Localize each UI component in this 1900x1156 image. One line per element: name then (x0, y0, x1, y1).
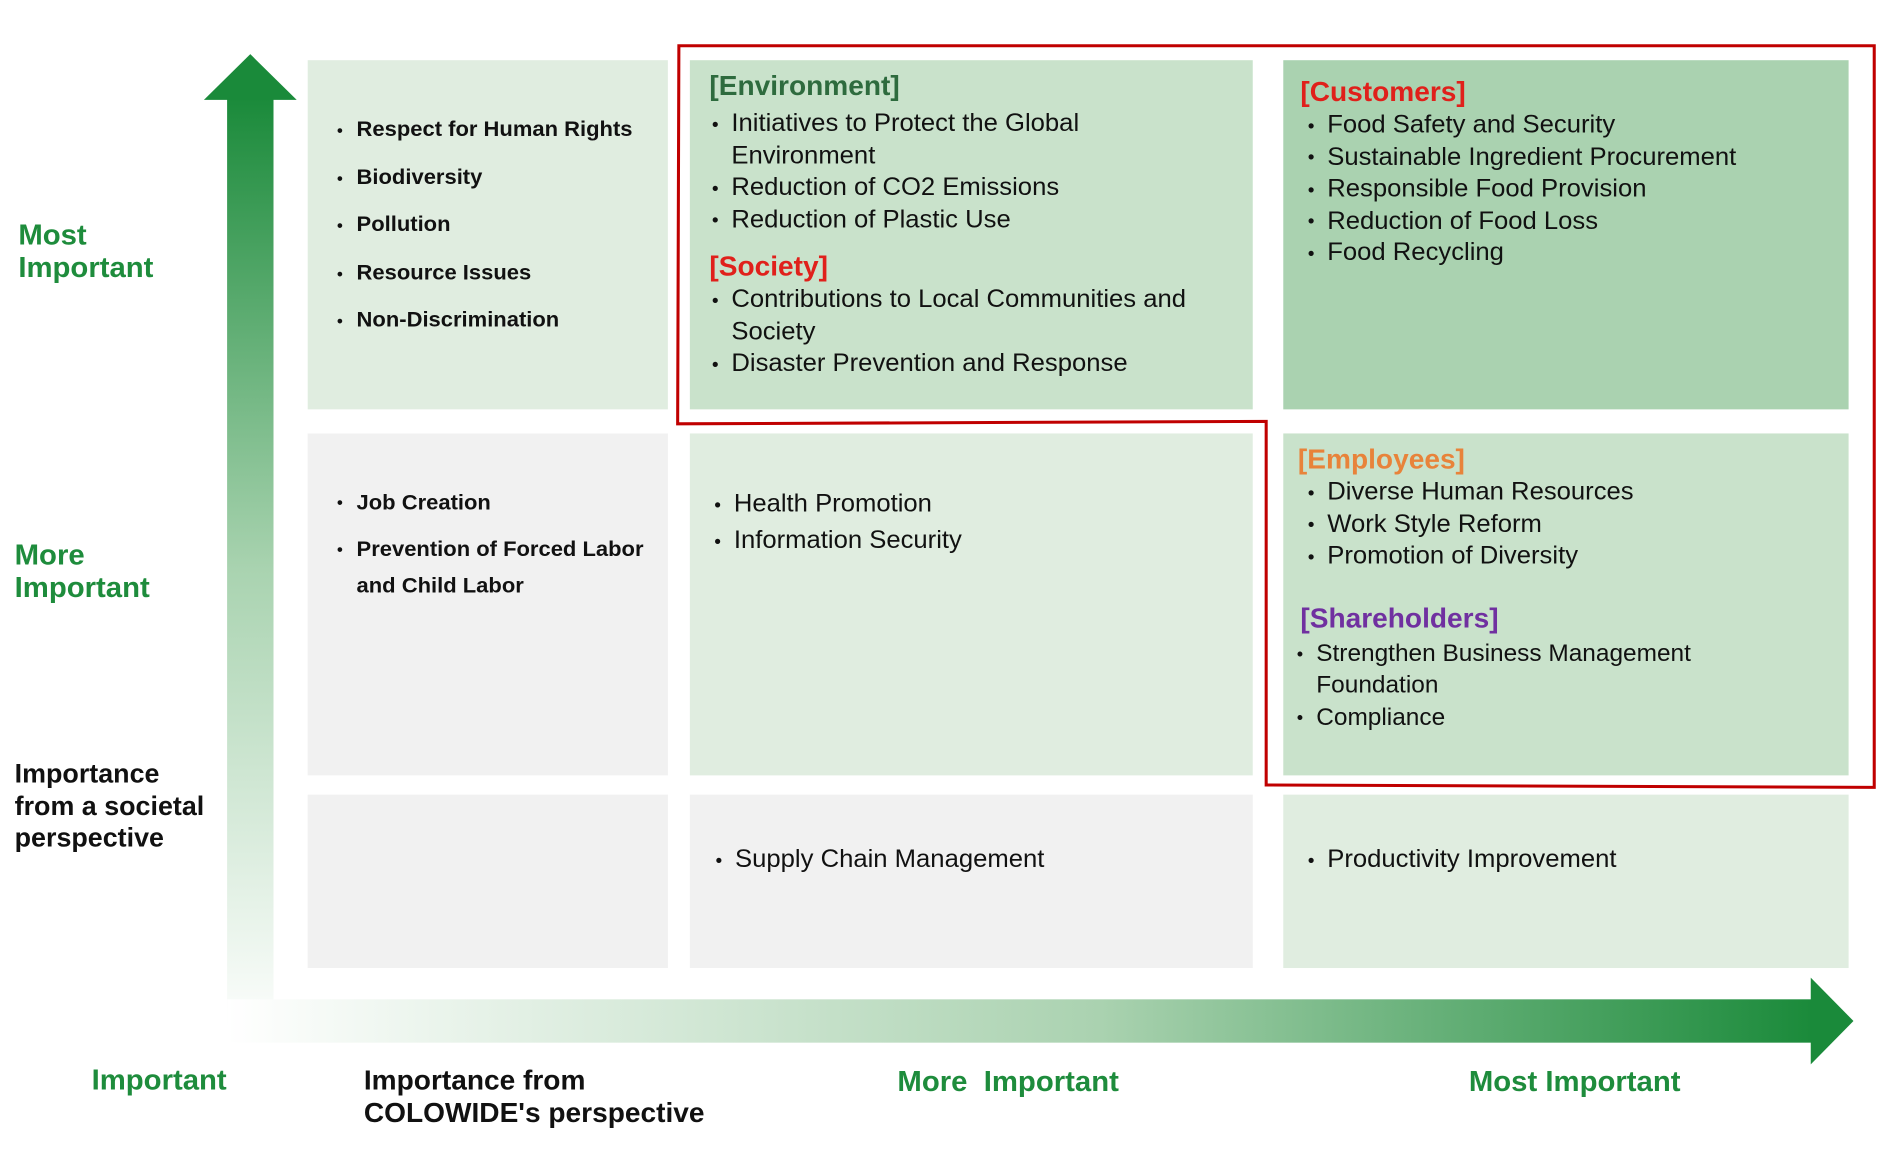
issue-item: Job Creation (335, 484, 659, 522)
cell-r1c1: Respect for Human Rights Biodiversity Po… (307, 60, 668, 410)
cell-r3c3: Productivity Improvement (1283, 794, 1849, 969)
cell-r1c3: [Customers] Food Safety and Security Sus… (1283, 60, 1849, 410)
issue-item: Contributions to Local Communities and S… (709, 284, 1204, 348)
issue-item: Productivity Improvement (1305, 844, 1848, 877)
issue-item: Reduction of Food Loss (1305, 205, 1836, 238)
vertical-axis-arrow (203, 54, 297, 1043)
x-level-important: Important (91, 1064, 227, 1097)
issue-list: Respect for Human Rights Biodiversity Po… (335, 106, 668, 345)
issue-item: Respect for Human Rights (335, 106, 668, 155)
cell-r1c2: [Environment] Initiatives to Protect the… (689, 60, 1253, 410)
issue-item: Promotion of Diversity (1305, 541, 1836, 574)
issue-item: Resource Issues (335, 249, 668, 297)
issue-item: Reduction of Plastic Use (709, 204, 1204, 237)
x-level-more-important: More Important (897, 1065, 1119, 1099)
horizontal-axis-arrow (227, 977, 1854, 1065)
cell-r2c1: Job Creation Prevention of Forced Labor … (307, 433, 668, 776)
category-heading-customers: [Customers] (1300, 75, 1466, 108)
issue-item: Health Promotion (712, 486, 1228, 524)
issue-item: Information Security (712, 523, 1228, 560)
y-axis-title: Importance from a societal perspective (14, 758, 205, 853)
y-level-more-important: More Important (14, 539, 150, 605)
issue-item: Biodiversity (335, 154, 668, 202)
issue-item: Initiatives to Protect the Global Enviro… (709, 108, 1204, 172)
issue-item: Compliance (1294, 701, 1763, 734)
issue-item: Sustainable Ingredient Procurement (1305, 141, 1836, 175)
issue-item: Strengthen Business Management Foundatio… (1294, 638, 1763, 702)
cell-r2c3: [Employees] Diverse Human Resources Work… (1283, 433, 1849, 776)
issue-item: Responsible Food Provision (1305, 173, 1836, 207)
issue-item: Prevention of Forced Labor and Child Lab… (335, 531, 659, 603)
category-heading-environment: [Environment] (709, 69, 900, 102)
issue-item: Non-Discrimination (335, 296, 668, 345)
cell-r3c1 (307, 794, 668, 969)
cell-r2c2: Health Promotion Information Security (689, 433, 1253, 776)
issue-item: Diverse Human Resources (1305, 477, 1836, 510)
issue-item: Supply Chain Management (713, 844, 1253, 877)
issue-item: Food Safety and Security (1305, 110, 1836, 143)
y-level-most-important: Most Important (18, 219, 154, 285)
x-axis-title: Importance from COLOWIDE's perspective (363, 1064, 705, 1128)
issue-item: Reduction of CO2 Emissions (709, 172, 1204, 205)
issue-item: Pollution (335, 201, 668, 250)
issue-item: Work Style Reform (1305, 509, 1836, 542)
category-heading-employees: [Employees] (1297, 443, 1465, 475)
issue-item: Disaster Prevention and Response (709, 348, 1204, 381)
cell-r3c2: Supply Chain Management (689, 794, 1253, 969)
category-heading-society: [Society] (709, 250, 829, 282)
issue-item: Food Recycling (1305, 237, 1836, 270)
category-heading-shareholders: [Shareholders] (1300, 601, 1499, 633)
x-level-most-important: Most Important (1468, 1065, 1681, 1099)
